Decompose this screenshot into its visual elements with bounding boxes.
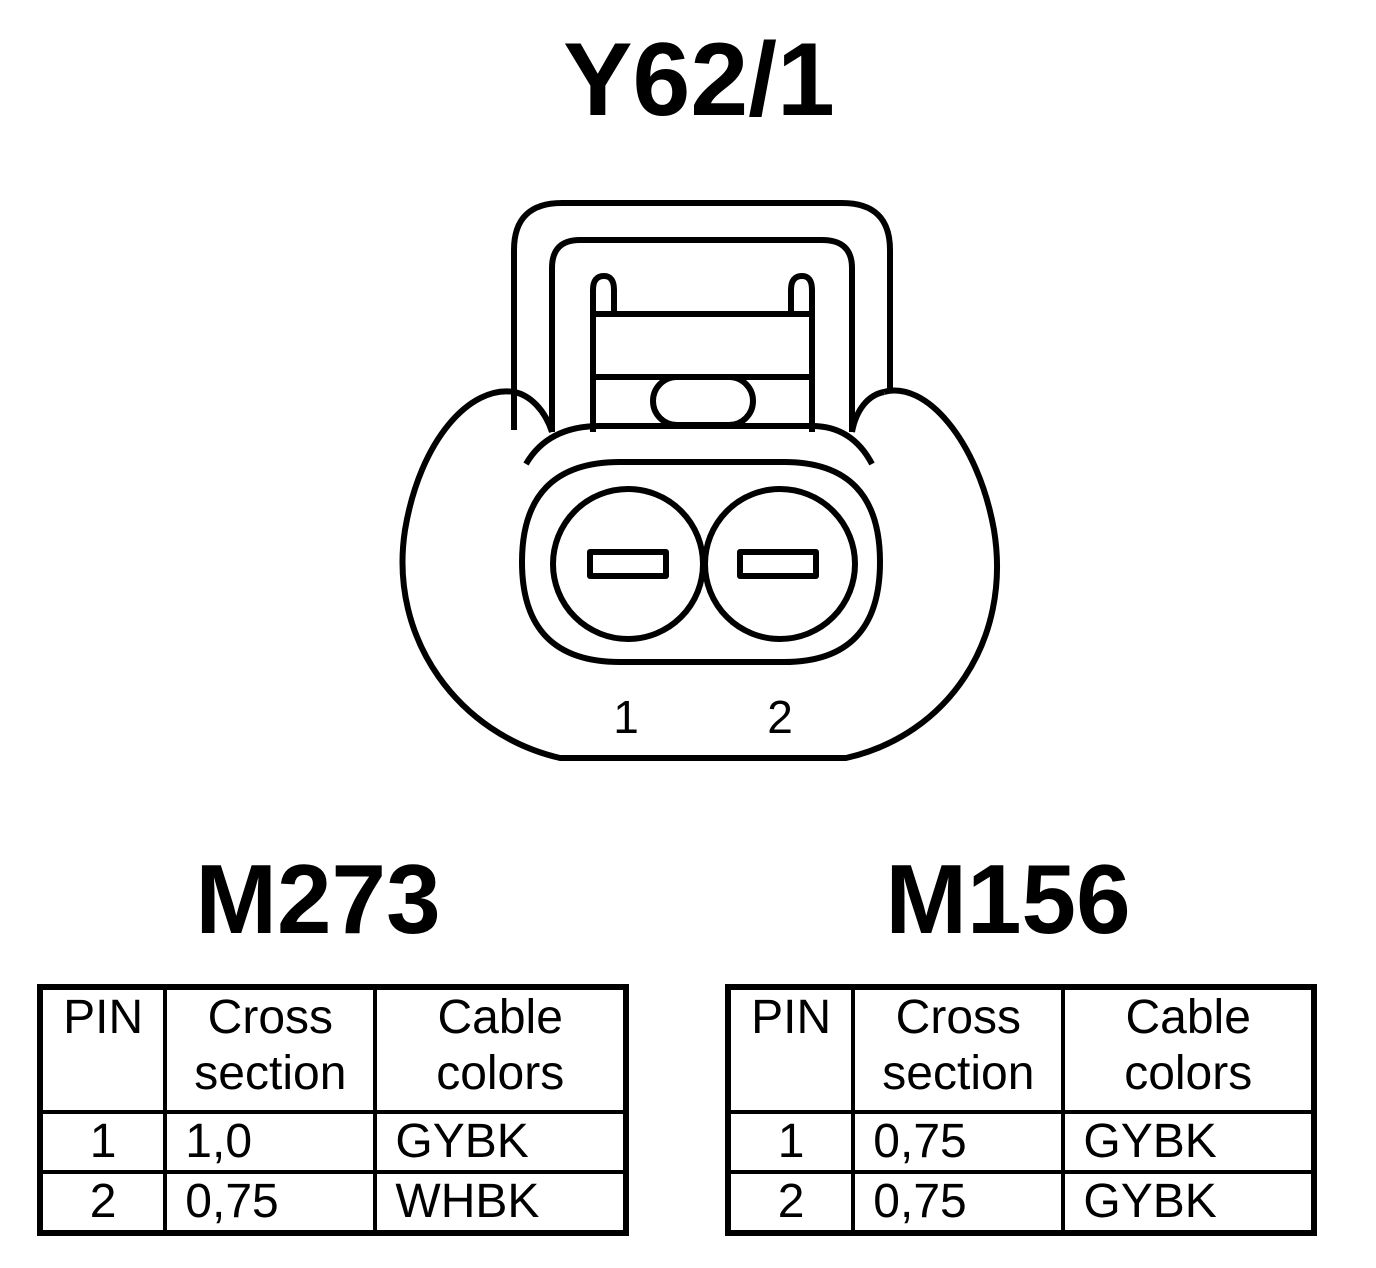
header-pin: PIN <box>725 985 856 1114</box>
pin-2-label: 2 <box>767 691 793 743</box>
latch-release-oval <box>650 374 756 428</box>
cell-cross-section: 1,0 <box>163 1110 378 1174</box>
latch-outer-frame <box>511 200 893 430</box>
header-cable-colors: Cable colors <box>373 985 628 1114</box>
table-row: 1 1,0 GYBK <box>37 1110 628 1174</box>
connector-title: Y62/1 <box>563 22 835 138</box>
cell-pin: 2 <box>725 1170 856 1235</box>
connector-drawing: 1 2 <box>399 200 1001 761</box>
table-row: 1 0,75 GYBK <box>725 1110 1316 1174</box>
table-header-row: PIN Cross section Cable colors <box>37 985 628 1114</box>
header-cross-section: Cross section <box>851 985 1066 1114</box>
engine-title-m273: M273 <box>195 844 441 954</box>
latch-tab-right <box>788 273 815 432</box>
cell-cross-section: 0,75 <box>851 1170 1066 1235</box>
header-cross-section: Cross section <box>163 985 378 1114</box>
cell-pin: 1 <box>725 1110 856 1174</box>
latch-tab-left <box>590 273 617 432</box>
header-pin: PIN <box>37 985 168 1114</box>
cell-cable-colors: WHBK <box>373 1170 628 1235</box>
inner-lip <box>523 423 875 466</box>
cell-cable-colors: GYBK <box>1061 1170 1316 1235</box>
cell-pin: 2 <box>37 1170 168 1235</box>
cell-pin: 1 <box>37 1110 168 1174</box>
cell-cross-section: 0,75 <box>851 1110 1066 1174</box>
engine-title-m156: M156 <box>885 844 1131 954</box>
pin-1-socket <box>550 486 706 642</box>
cell-cross-section: 0,75 <box>163 1170 378 1235</box>
pin-2-contact <box>737 549 819 579</box>
pin-2-socket <box>702 486 858 642</box>
pin-table-m273: PIN Cross section Cable colors 1 1,0 GYB… <box>37 984 629 1236</box>
connector-housing <box>399 387 1001 761</box>
pin-1-label: 1 <box>613 691 639 743</box>
latch-inner-frame <box>549 237 855 432</box>
latch-shoulder-right <box>849 389 885 433</box>
cell-cable-colors: GYBK <box>1061 1110 1316 1174</box>
table-header-row: PIN Cross section Cable colors <box>725 985 1316 1114</box>
pin-table-m156: PIN Cross section Cable colors 1 0,75 GY… <box>725 984 1317 1236</box>
cell-cable-colors: GYBK <box>373 1110 628 1174</box>
pin-1-contact <box>587 549 669 579</box>
table-row: 2 0,75 GYBK <box>725 1170 1316 1235</box>
header-cable-colors: Cable colors <box>1061 985 1316 1114</box>
latch-shoulder-left <box>513 389 555 433</box>
pin-cavity-surround <box>519 459 883 665</box>
table-row: 2 0,75 WHBK <box>37 1170 628 1235</box>
